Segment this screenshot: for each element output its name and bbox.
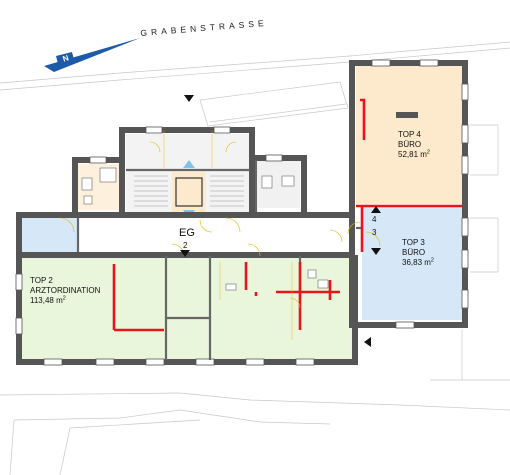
site-lines [0, 41, 510, 475]
top3-use: BÜRO [402, 248, 426, 257]
top4-area: 52,81 m2 [398, 149, 430, 159]
top3-area-sup: 2 [430, 257, 434, 264]
thin-room-lines [163, 130, 293, 340]
stair-number-2: 2 [183, 241, 188, 250]
stair-arrow-3 [371, 248, 381, 255]
sanitary-fixtures [81, 167, 329, 291]
floor-label: EG [179, 227, 195, 239]
walls [16, 60, 468, 365]
entrance-arrow-eg [180, 250, 190, 257]
top3-name: TOP 3 [402, 238, 425, 247]
left-entry-fill [22, 218, 78, 252]
stair-arrow-4 [371, 206, 381, 213]
entrance-arrow-right [364, 337, 371, 347]
top4-name: TOP 4 [398, 130, 421, 139]
lift-up-marker [183, 160, 195, 168]
top2-use: ARZTORDINATION [30, 286, 101, 295]
top3-area: 36,83 m2 [402, 257, 434, 267]
top2-name: TOP 2 [30, 276, 53, 285]
top4-fill [356, 66, 462, 204]
stair-number-3: 3 [372, 228, 377, 237]
top2-area-sup: 2 [62, 295, 66, 302]
stair-treads [134, 175, 244, 207]
top2-fill [22, 256, 352, 360]
red-partitions [112, 98, 462, 332]
top4-area-sup: 2 [426, 149, 430, 156]
top4-use: BÜRO [398, 140, 422, 149]
stair-number-4: 4 [372, 215, 377, 224]
top3-fill [362, 206, 462, 320]
top2-area: 113,48 m2 [30, 295, 66, 305]
entrance-arrow-top [184, 95, 194, 102]
radiator-bar [396, 112, 418, 118]
north-arrow [44, 38, 140, 72]
windows [15, 59, 469, 366]
lift-cab [175, 177, 203, 207]
stair-fill [172, 172, 206, 214]
